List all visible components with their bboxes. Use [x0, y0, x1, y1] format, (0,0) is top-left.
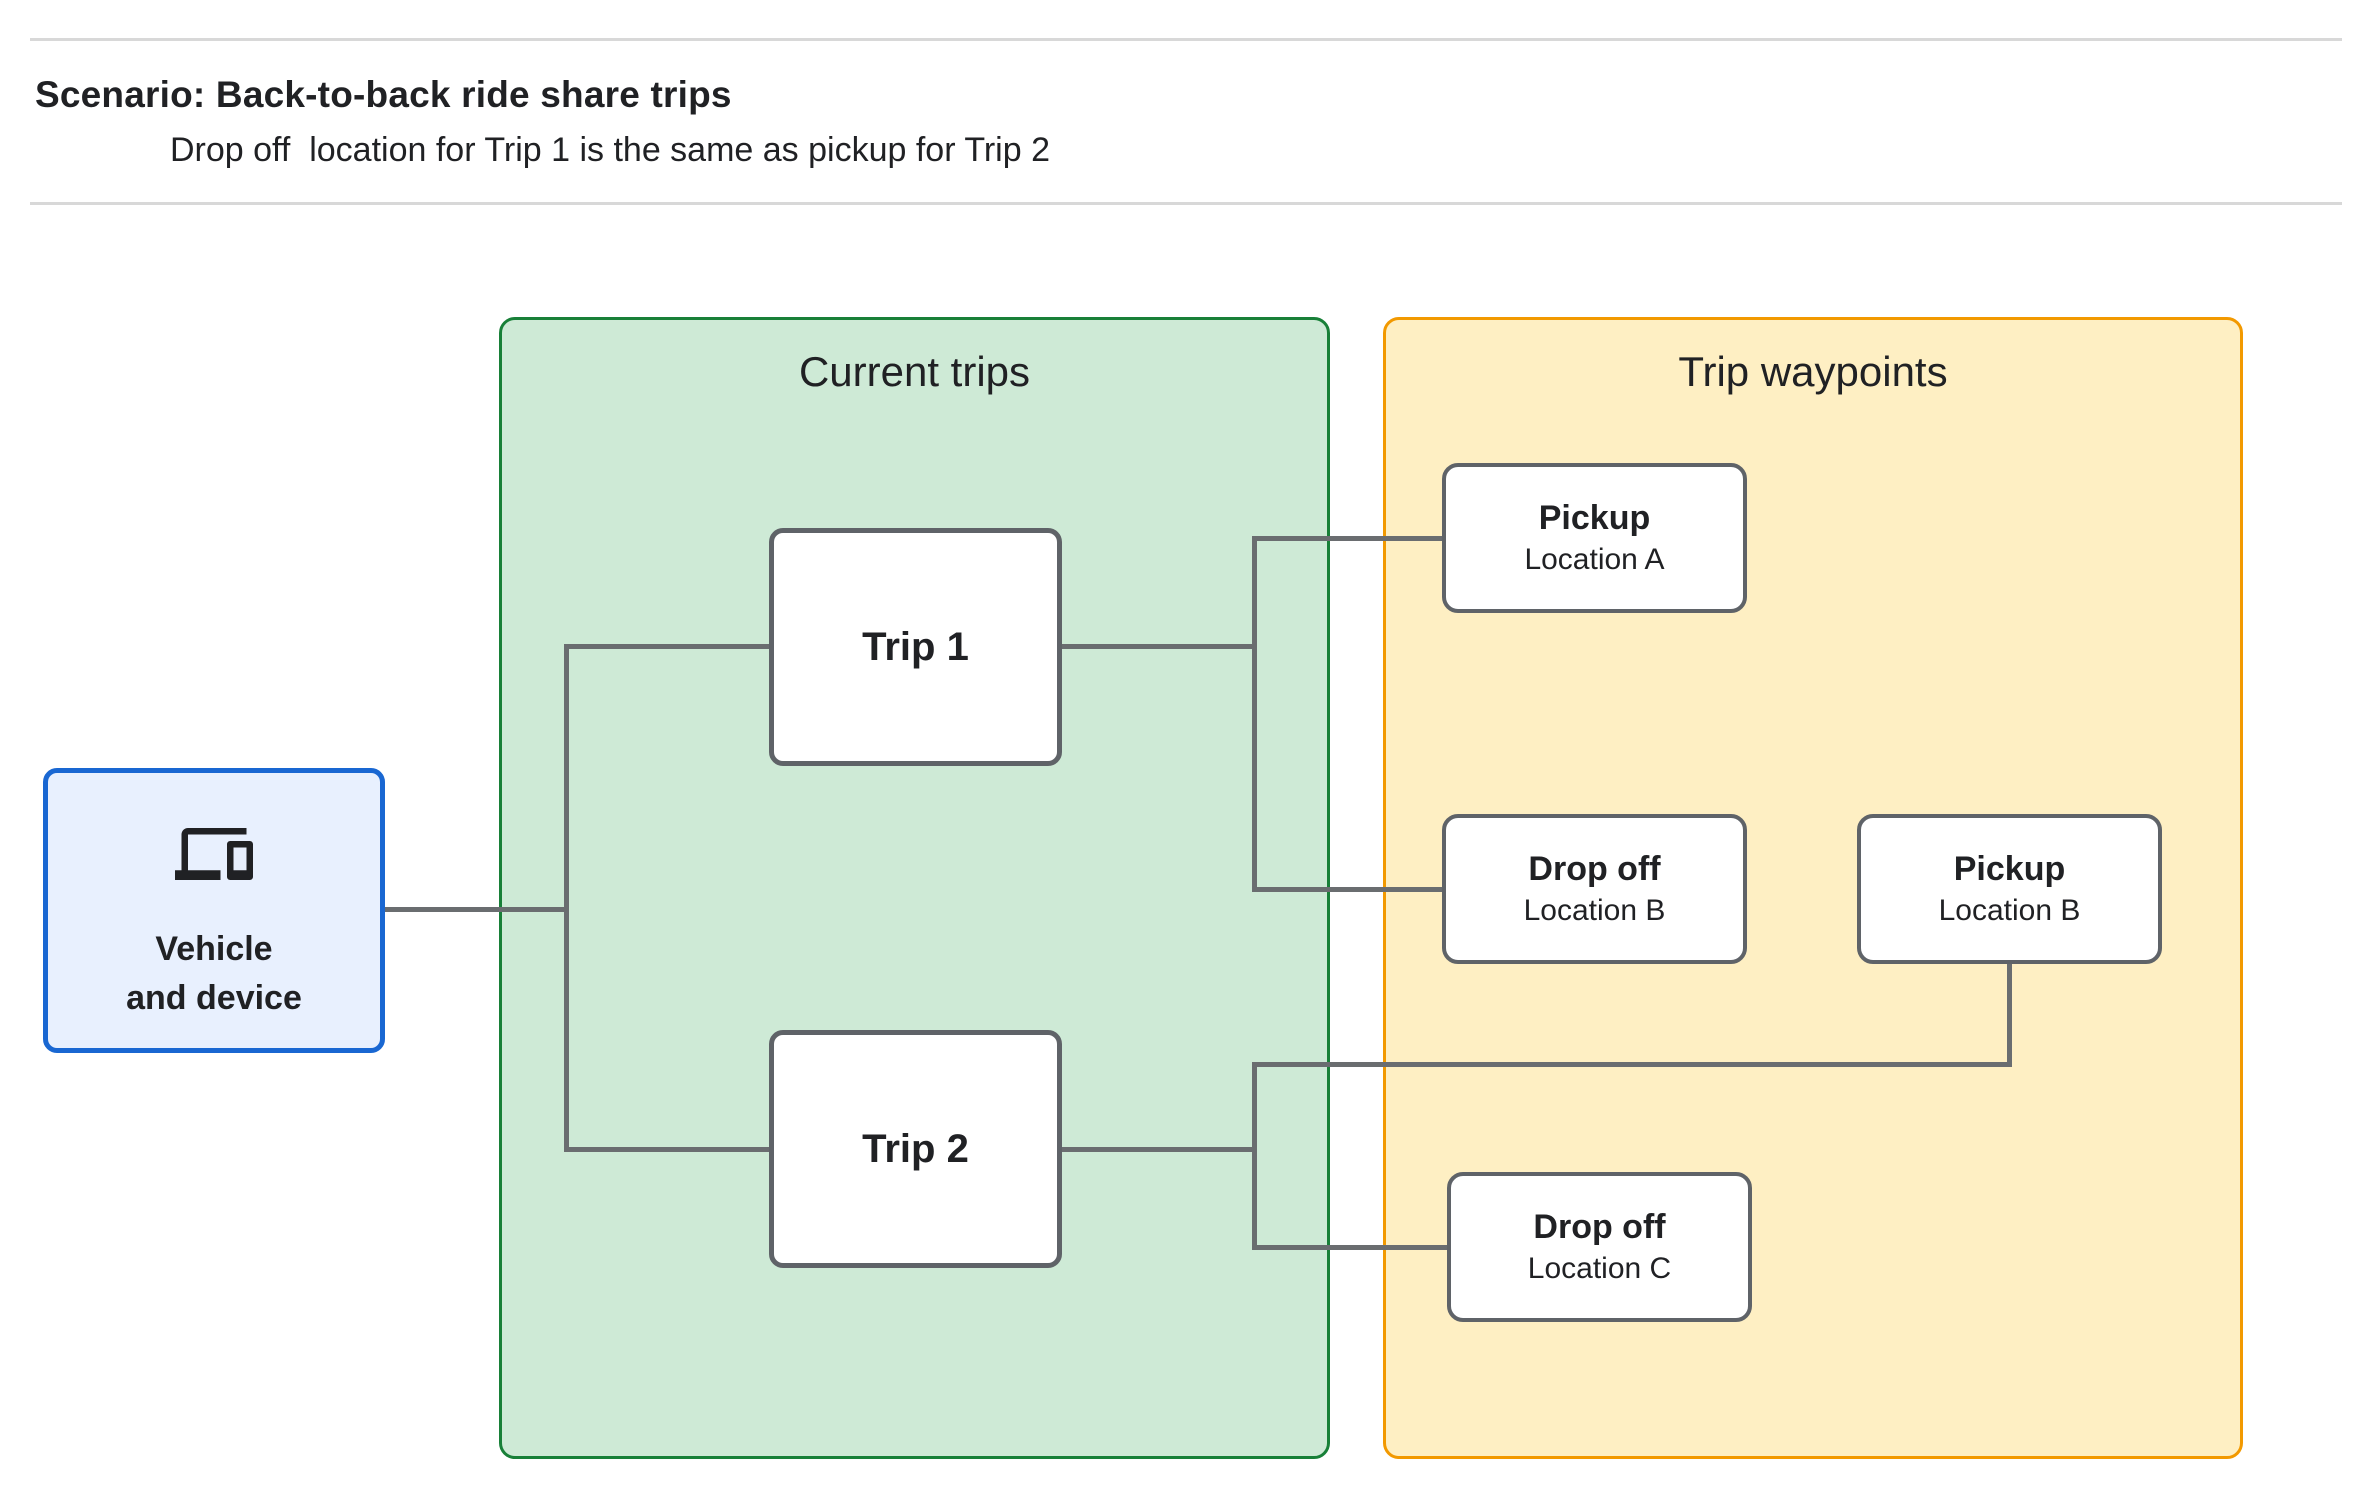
trip-2-node: Trip 2 [769, 1030, 1062, 1268]
waypoint-title: Drop off [1533, 1208, 1666, 1247]
page-subtitle: Drop off location for Trip 1 is the same… [170, 131, 1050, 169]
connector-trip1-to-trunk [1060, 644, 1257, 649]
waypoint-subtitle: Location C [1527, 1251, 1672, 1285]
trip-1-label: Trip 1 [862, 624, 969, 669]
waypoint-title: Pickup [1953, 850, 2066, 889]
trip-waypoints-title: Trip waypoints [1678, 348, 1948, 395]
current-trips-title: Current trips [798, 348, 1031, 395]
waypoint-subtitle: Location B [1523, 893, 1666, 927]
current-trips-group: Current trips [499, 317, 1330, 1459]
connector-pickup-b-horizontal [1252, 1062, 2012, 1067]
waypoint-title: Pickup [1538, 499, 1651, 538]
connector-pickup-b-drop [2007, 960, 2012, 1067]
connector-trunk-vehicle-vertical [564, 644, 569, 1152]
vehicle-label-line2: and device [126, 978, 302, 1017]
connector-trip2-trunk-vertical [1252, 1062, 1257, 1250]
connector-trip1-trunk-vertical [1252, 536, 1257, 892]
waypoint-subtitle: Location A [1524, 542, 1665, 576]
page-title: Scenario: Back-to-back ride share trips [35, 74, 732, 115]
trip-2-label: Trip 2 [862, 1126, 969, 1171]
waypoint-pickup-a: Pickup Location A [1442, 463, 1747, 613]
vehicle-node: Vehicle and device [43, 768, 385, 1053]
waypoint-dropoff-c: Drop off Location C [1447, 1172, 1752, 1322]
waypoint-dropoff-b: Drop off Location B [1442, 814, 1747, 964]
connector-to-pickup-a [1252, 536, 1444, 541]
connector-to-dropoff-b [1252, 887, 1444, 892]
trip-1-node: Trip 1 [769, 528, 1062, 766]
devices-icon [48, 815, 380, 898]
vehicle-label-line1: Vehicle [155, 930, 273, 969]
connector-trip2-to-trunk [1060, 1147, 1257, 1152]
waypoint-subtitle: Location B [1938, 893, 2081, 927]
vehicle-label: Vehicle and device [48, 925, 380, 1022]
top-divider [30, 38, 2342, 41]
connector-to-dropoff-c [1252, 1245, 1449, 1250]
waypoint-title: Drop off [1528, 850, 1661, 889]
waypoint-pickup-b: Pickup Location B [1857, 814, 2162, 964]
connector-trunk-to-trip1 [564, 644, 771, 649]
connector-vehicle-to-trunk [385, 907, 569, 912]
header-divider [30, 202, 2342, 205]
connector-trunk-to-trip2 [564, 1147, 771, 1152]
